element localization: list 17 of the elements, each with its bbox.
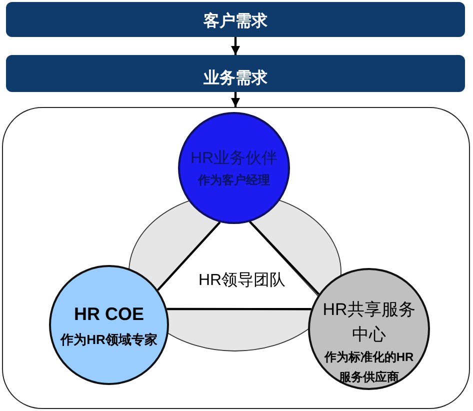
header-bar — [6, 55, 465, 92]
connector-line — [249, 220, 320, 296]
arrow — [231, 37, 240, 55]
circle-subtitle: 作为标准化的HR服务供应商 — [323, 349, 415, 386]
group-panel — [2, 107, 470, 409]
connector-line — [166, 308, 312, 310]
center-label: HR领导团队 — [198, 271, 286, 291]
connector-line — [156, 221, 221, 291]
circle-title: HR业务伙伴 — [189, 148, 279, 168]
circle-subtitle: 作为HR领域专家 — [59, 330, 158, 348]
bar-label: 客户需求 — [204, 12, 268, 32]
circle-title: HR共享服务中心 — [322, 299, 416, 346]
circle-subtitle: 作为客户经理 — [196, 172, 271, 188]
header-bar — [6, 2, 465, 37]
arrow — [231, 92, 240, 107]
bar-label: 业务需求 — [204, 69, 268, 89]
circle-title: HR COE — [72, 302, 145, 324]
